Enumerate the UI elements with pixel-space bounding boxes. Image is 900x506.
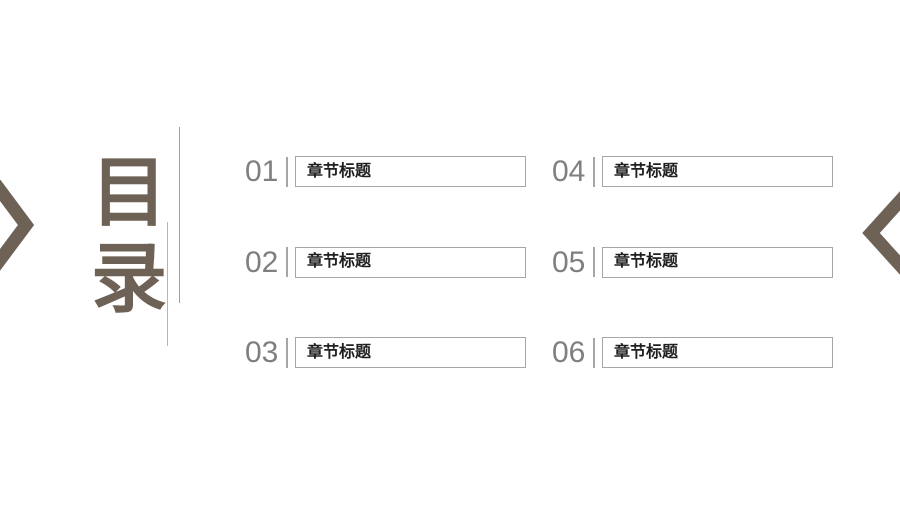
toc-item-divider [593,247,595,277]
toc-item-divider [593,156,595,187]
page-title: 目录 [78,152,167,324]
toc-item-1: 01 章节标题 [245,156,526,187]
toc-item-title-box[interactable]: 章节标题 [602,246,833,278]
toc-item-label: 章节标题 [614,343,679,361]
toc-grid: 01 章节标题 02 章节标题 03 章节标题 04 章节标题 [245,156,833,368]
toc-item-number: 01 [245,155,279,188]
toc-item-number: 05 [552,245,586,279]
toc-item-number: 03 [245,336,279,369]
toc-item-label: 章节标题 [307,253,372,270]
toc-item-3: 03 章节标题 [245,337,526,368]
toc-item-title-box[interactable]: 章节标题 [602,337,833,368]
toc-item-label: 章节标题 [614,253,679,270]
chevron-right-icon[interactable] [0,180,40,280]
toc-item-title-box[interactable]: 章节标题 [295,156,526,187]
toc-item-label: 章节标题 [614,162,679,180]
toc-item-label: 章节标题 [307,343,372,361]
toc-item-number: 04 [552,155,586,188]
toc-item-label: 章节标题 [307,162,372,180]
toc-item-4: 04 章节标题 [552,156,833,187]
vertical-rule-long [179,127,180,303]
toc-item-6: 06 章节标题 [552,337,833,368]
toc-item-number: 02 [245,245,279,279]
toc-item-5: 05 章节标题 [552,245,833,279]
toc-item-divider [593,337,595,368]
toc-item-title-box[interactable]: 章节标题 [295,246,526,278]
toc-item-number: 06 [552,336,586,369]
toc-item-divider [286,337,288,368]
toc-item-2: 02 章节标题 [245,245,526,279]
toc-item-divider [286,156,288,187]
toc-item-title-box[interactable]: 章节标题 [602,156,833,187]
chevron-left-icon[interactable] [860,188,900,288]
vertical-rule-short [167,222,168,346]
toc-item-title-box[interactable]: 章节标题 [295,337,526,368]
toc-item-divider [286,247,288,277]
